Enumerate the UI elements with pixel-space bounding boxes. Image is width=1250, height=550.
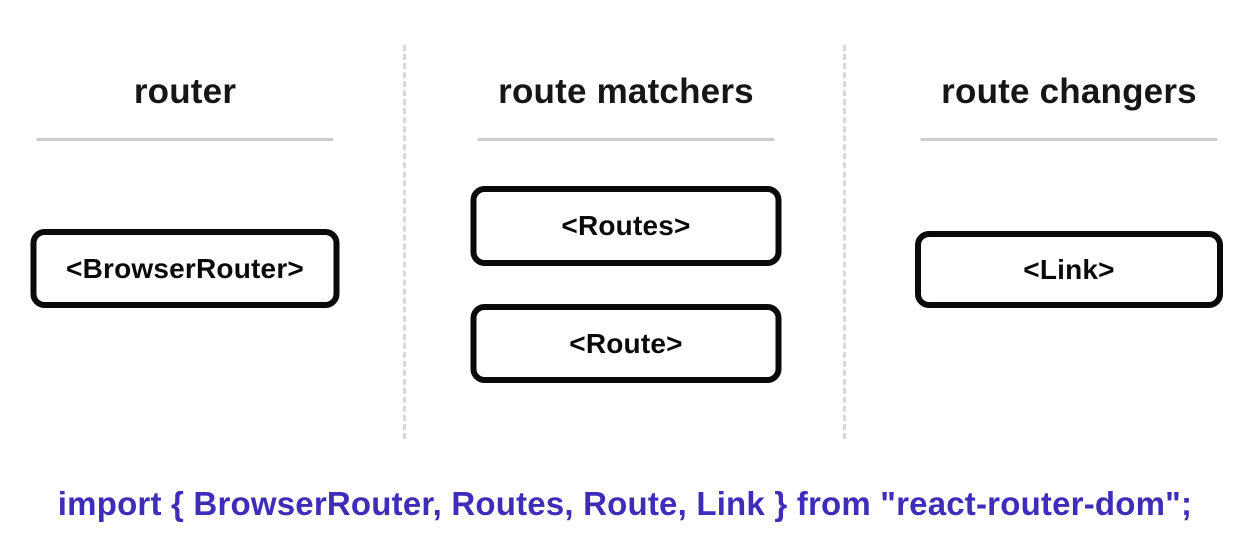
route-box: <Route> <box>470 304 782 383</box>
browserrouter-box: <BrowserRouter> <box>30 229 340 308</box>
column-title-rule <box>920 138 1218 141</box>
link-box: <Link> <box>915 231 1223 308</box>
column-route-matchers: route matchers <Routes> <Route> <box>451 0 801 550</box>
column-title-route-matchers: route matchers <box>498 72 754 111</box>
column-router: router <BrowserRouter> <box>10 0 360 550</box>
route-label: <Route> <box>569 327 683 359</box>
column-title-rule <box>36 138 334 141</box>
routes-label: <Routes> <box>561 210 691 241</box>
browserrouter-label: <BrowserRouter> <box>66 252 304 284</box>
column-divider <box>843 45 846 439</box>
column-title-router: router <box>133 72 237 111</box>
link-label: <Link> <box>1023 253 1115 285</box>
column-divider <box>403 45 406 439</box>
column-title-route-changers: route changers <box>941 72 1197 111</box>
routes-box: <Routes> <box>470 186 782 266</box>
column-title-rule <box>477 138 775 141</box>
import-statement: import { BrowserRouter, Routes, Route, L… <box>57 485 1193 522</box>
column-route-changers: route changers <Link> <box>894 0 1244 550</box>
